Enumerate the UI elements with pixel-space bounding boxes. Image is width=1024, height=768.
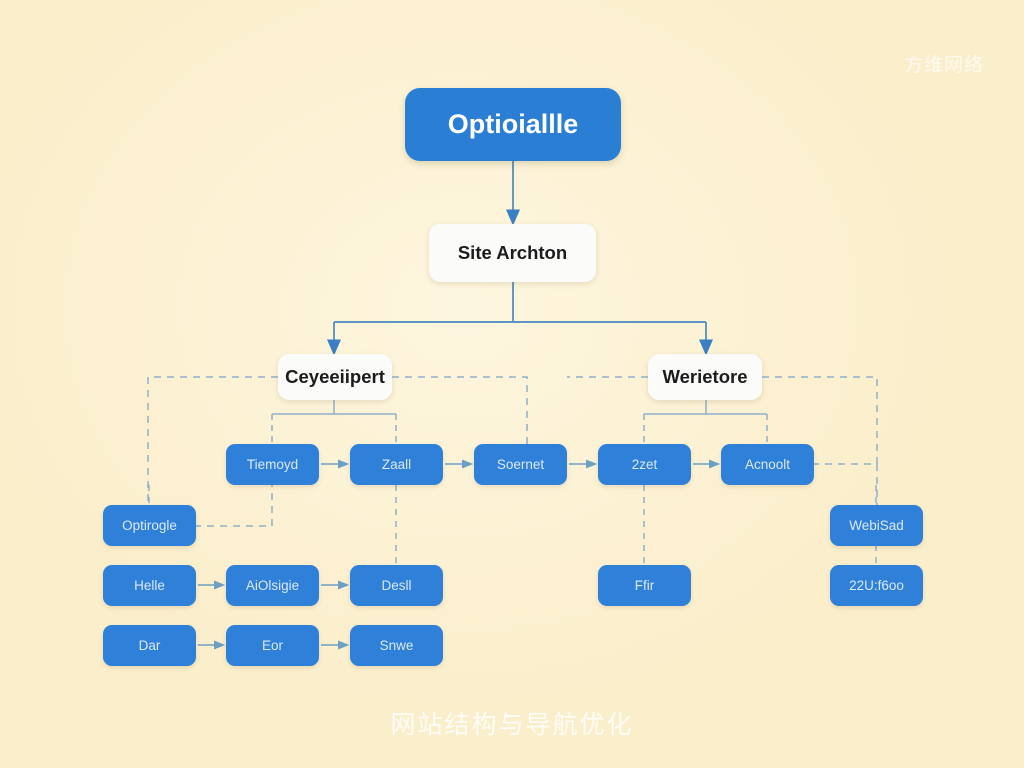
node-zzufioo[interactable]: 22U:f6oo xyxy=(830,565,923,606)
connector-dashed-verticals xyxy=(148,485,877,565)
node-aiolsigie[interactable]: AiOlsigie xyxy=(226,565,319,606)
connector-site-to-branches xyxy=(326,282,714,356)
diagram-caption: 网站结构与导航优化 xyxy=(390,711,634,739)
node-acnoolt[interactable]: Acnoolt xyxy=(721,444,814,485)
node-branchL[interactable]: Ceyeeiipert xyxy=(278,354,392,400)
connector-dashed-outer-left xyxy=(147,376,278,527)
node-site[interactable]: Site Archton xyxy=(429,224,596,282)
node-optirogle[interactable]: Optirogle xyxy=(103,505,196,546)
node-helle[interactable]: Helle xyxy=(103,565,196,606)
watermark-brand: 方维网络 xyxy=(903,55,984,76)
node-tiemoyd[interactable]: Tiemoyd xyxy=(226,444,319,485)
node-desll[interactable]: Desll xyxy=(350,565,443,606)
node-soernet[interactable]: Soernet xyxy=(474,444,567,485)
connector-branchL-tree xyxy=(271,400,397,444)
node-snwe[interactable]: Snwe xyxy=(350,625,443,666)
node-zzet[interactable]: 2zet xyxy=(598,444,691,485)
node-webisad[interactable]: WebiSad xyxy=(830,505,923,546)
node-ffir[interactable]: Ffir xyxy=(598,565,691,606)
connector-branchR-tree xyxy=(643,400,768,444)
node-zaall[interactable]: Zaall xyxy=(350,444,443,485)
node-branchR[interactable]: Werietore xyxy=(648,354,762,400)
node-dar[interactable]: Dar xyxy=(103,625,196,666)
node-root[interactable]: Optioiallle xyxy=(405,88,621,161)
node-eor[interactable]: Eor xyxy=(226,625,319,666)
